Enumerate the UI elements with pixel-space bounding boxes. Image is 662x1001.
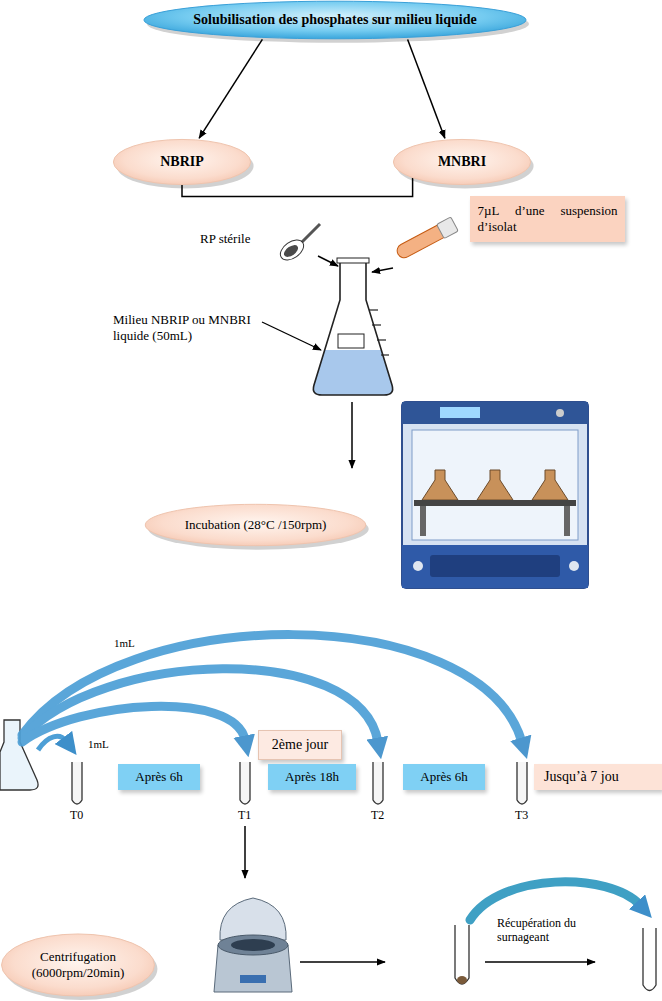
text-group: MNBRI [438, 154, 486, 171]
text-group: Après 6h [420, 769, 467, 785]
ingredient-label: RP stérile [200, 231, 250, 247]
transfer-arrow [470, 882, 640, 920]
culture-tube [394, 217, 458, 261]
node-text: Après 6h [420, 769, 467, 785]
spoon-illustration [277, 224, 320, 264]
arrow [485, 961, 595, 963]
leader-arrow [262, 322, 321, 350]
node-text: 7µL d’une suspension d’isolat [478, 203, 618, 234]
arrow [318, 256, 338, 266]
volume-label: 1mL [114, 637, 135, 650]
medium-ellipse: MNBRI [392, 138, 532, 186]
time-box: Après 6h [403, 764, 485, 790]
test-tubes [72, 762, 527, 804]
node-text: Solubilisation des phosphates sur milieu… [193, 12, 476, 29]
title-ellipse: Solubilisation des phosphates sur milieu… [140, 0, 530, 40]
arrow [351, 402, 353, 468]
flask-outline [313, 262, 392, 395]
tube-label: T1 [238, 808, 251, 822]
text-group: 7µL d’une suspension d’isolat [478, 203, 618, 234]
ellipse-shape [144, 1, 526, 39]
ellipse-shape [113, 139, 250, 184]
flask-liquid [313, 350, 392, 395]
spoon-handle [300, 224, 320, 244]
sampling-arrow [38, 736, 66, 750]
text-group: Solubilisation des phosphates sur milieu… [193, 12, 476, 29]
tube-label: T3 [515, 808, 528, 822]
ellipse-shape [393, 139, 530, 184]
node-text: MNBRI [438, 154, 486, 171]
tube-cap [437, 217, 459, 239]
medium-ellipse: NBRIP [112, 138, 252, 186]
node-text: Centrifugation (6000rpm/20min) [22, 949, 134, 980]
day-box: 2ème jour [258, 730, 342, 760]
time-box: Après 6h [118, 764, 200, 790]
text-group: Après 18h [285, 769, 339, 785]
centrifuge-illustration [214, 898, 292, 992]
incubator-illustration [402, 402, 588, 588]
tube-label: T2 [371, 808, 384, 822]
text-group: Jusqu’à 7 jou [544, 769, 619, 786]
arrow [300, 961, 385, 963]
step-ellipse: Incubation (28°C /150rpm) [143, 503, 368, 547]
flask-illustration [313, 258, 392, 395]
node-text: Après 6h [135, 769, 182, 785]
inoculum-box: 7µL d’une suspension d’isolat [470, 196, 625, 242]
sampling-arrows [22, 635, 522, 742]
arrow [372, 268, 393, 272]
duration-box: Jusqu’à 7 jou [534, 764, 662, 790]
node-text: Après 18h [285, 769, 339, 785]
centrifuged-tube [455, 925, 469, 984]
tube-label: T0 [70, 808, 83, 822]
graduations [369, 310, 389, 355]
text-group: Incubation (28°C /150rpm) [185, 517, 327, 533]
arrow [244, 826, 246, 878]
text-group: Centrifugation (6000rpm/20min) [22, 949, 134, 980]
time-box: Après 18h [268, 764, 356, 790]
flask-label [338, 334, 364, 348]
medium-label: Milieu NBRIP ou MNBRI liquide (50mL) [113, 312, 253, 343]
connector-arrow [199, 39, 262, 138]
node-text: Jusqu’à 7 jou [544, 769, 619, 786]
flask-rim [337, 258, 369, 263]
node-text: 2ème jour [272, 737, 328, 754]
spoon-bowl [277, 236, 307, 264]
text-group: 2ème jour [272, 737, 328, 754]
ellipse-shape [145, 504, 366, 545]
node-text: Incubation (28°C /150rpm) [185, 517, 327, 533]
phosphate-powder [282, 243, 300, 260]
step-label: Récupération du surnageant [497, 916, 597, 945]
connector-arrow [408, 39, 445, 138]
ellipse-shape [2, 934, 155, 996]
node-text: NBRIP [160, 154, 204, 171]
step-ellipse: Centrifugation (6000rpm/20min) [0, 932, 156, 998]
supernatant-tube [643, 928, 656, 991]
volume-label: 1mL [88, 738, 109, 751]
text-group: NBRIP [160, 154, 204, 171]
text-group: Après 6h [135, 769, 182, 785]
